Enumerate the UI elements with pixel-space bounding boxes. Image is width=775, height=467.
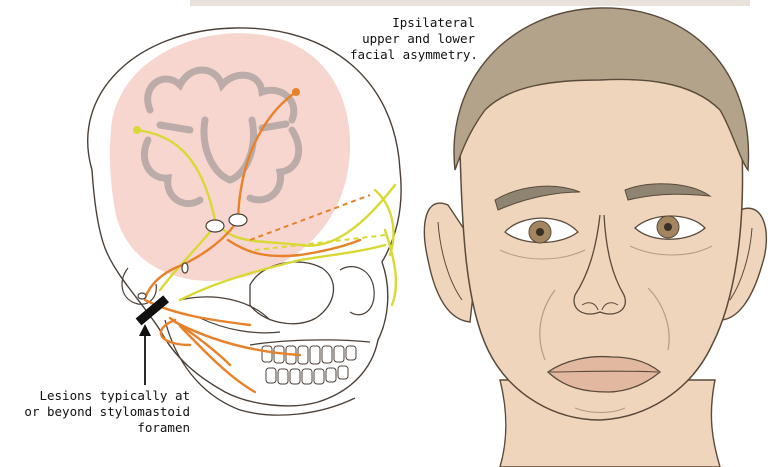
lesion-arrow-head: [139, 324, 151, 336]
asymmetry-line-1: Ipsilateral: [350, 15, 475, 31]
pupil-right: [664, 223, 672, 231]
lesion-line-2: or beyond stylomastoid: [20, 404, 190, 420]
lesion-annotation: Lesions typically at or beyond stylomast…: [20, 388, 190, 436]
top-shadow: [190, 0, 750, 6]
motor-cortex-dot-yellow: [133, 126, 141, 134]
lesion-line-1: Lesions typically at: [20, 388, 190, 404]
skull-diagram: [88, 28, 401, 415]
face-illustration: [424, 8, 766, 467]
asymmetry-line-3: facial asymmetry.: [350, 47, 475, 63]
lesion-line-3: foramen: [20, 420, 190, 436]
asymmetry-annotation: Ipsilateral upper and lower facial asymm…: [350, 15, 475, 63]
motor-cortex-dot-orange: [292, 88, 300, 96]
asymmetry-line-2: upper and lower: [350, 31, 475, 47]
pupil-left: [536, 228, 544, 236]
